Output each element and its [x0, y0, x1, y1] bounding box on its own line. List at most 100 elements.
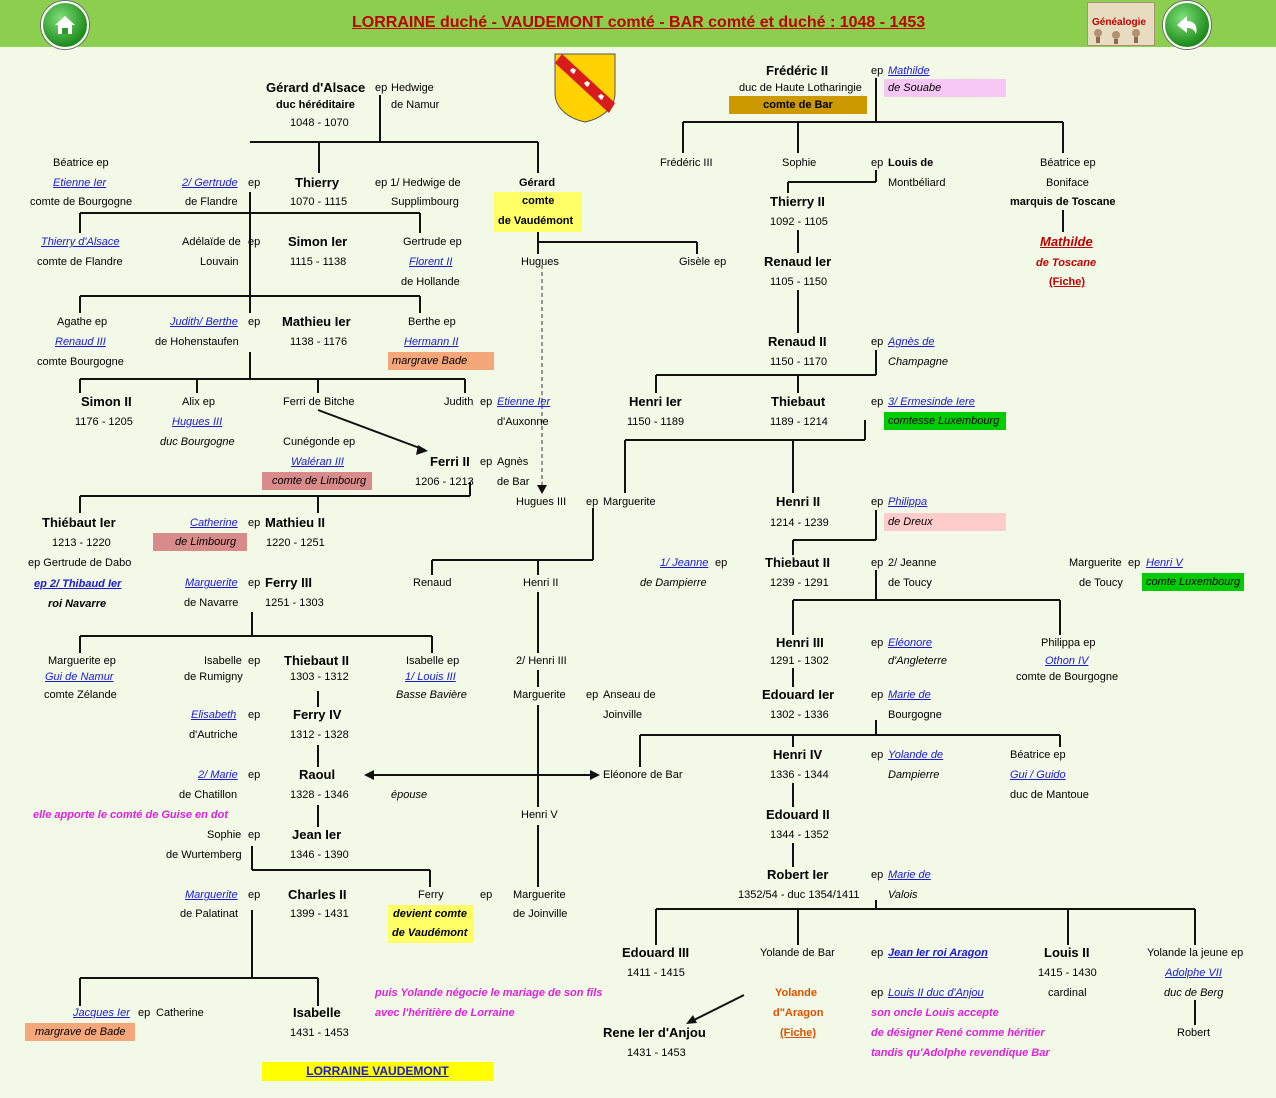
mathieu1-dates: 1138 - 1176	[290, 336, 348, 348]
gerard-ep-label: ep	[375, 82, 388, 94]
marguerite-link[interactable]: Marguerite	[185, 889, 238, 901]
rene-dates: 1431 - 1453	[627, 1047, 686, 1059]
othon4-link[interactable]: Othon IV	[1045, 655, 1089, 667]
charles2-name: Charles II	[288, 887, 347, 902]
de-toucy-label: de Toucy	[888, 577, 932, 589]
adelaide-label: Adélaïde de	[182, 236, 241, 248]
supplimbourg-label: Supplimbourg	[391, 196, 459, 208]
ep-label: ep	[248, 829, 261, 841]
de-hollande-label: de Hollande	[401, 276, 460, 288]
marguerite-link[interactable]: Marguerite	[185, 577, 238, 589]
edouard2-name: Edouard II	[766, 807, 830, 822]
palatinat-label: de Palatinat	[180, 908, 239, 920]
henri3-dates: 1291 - 1302	[770, 655, 829, 667]
mathilde-link[interactable]: Mathilde	[888, 65, 930, 77]
dauxonne-label: d'Auxonne	[497, 416, 549, 428]
jean1-aragon-link[interactable]: Jean Ier roi Aragon	[888, 947, 988, 959]
genealogie-icon	[1094, 29, 1140, 44]
comte-zelande-label: comte Zélande	[44, 689, 117, 701]
de-joinville-label: de Joinville	[513, 908, 568, 920]
mathilde-toscane-link[interactable]: Mathilde	[1040, 234, 1093, 249]
yolande-link[interactable]: Yolande de	[888, 749, 944, 761]
mathieu2-name: Mathieu II	[265, 515, 325, 530]
philippa-link[interactable]: Philippa	[888, 496, 928, 508]
hugues3-link[interactable]: Hugues III	[172, 416, 223, 428]
ermesinde-link[interactable]: 3/ Ermesinde Iere	[888, 396, 975, 408]
ep-label: ep	[871, 157, 884, 169]
jeanne-link[interactable]: 1/ Jeanne	[660, 557, 709, 569]
elisabeth-link[interactable]: Elisabeth	[191, 709, 237, 721]
thiebaut2b-dates: 1239 - 1291	[770, 577, 829, 589]
fiche-link[interactable]: (Fiche)	[1049, 276, 1086, 288]
gerard-alsace-name: Gérard d'Alsace	[266, 80, 366, 95]
gerard-vaud-name: Gérard	[519, 177, 556, 189]
judith-berthe-link[interactable]: Judith/ Berthe	[170, 316, 238, 328]
thierry-alsace-link[interactable]: Thierry d'Alsace	[41, 236, 120, 248]
mathieu2-dates: 1220 - 1251	[266, 537, 325, 549]
adolphe7-link[interactable]: Adolphe VII	[1165, 967, 1222, 979]
ep-label: ep	[248, 655, 261, 667]
henri-v-link[interactable]: Henri V	[1146, 557, 1183, 569]
hugues-name: Hugues	[521, 256, 559, 268]
de-limbourg-label: de Limbourg	[175, 536, 237, 548]
de-souabe-box: de Souabe	[884, 79, 1006, 97]
gui-guido-link[interactable]: Gui / Guido	[1010, 769, 1066, 781]
thierry2-name: Thierry II	[770, 194, 825, 209]
eleonore-link[interactable]: Eléonore	[888, 637, 933, 649]
simon2-name: Simon II	[81, 394, 132, 409]
margrave-bade-box: margrave de Bade	[25, 1023, 135, 1041]
jacques1-link[interactable]: Jacques Ier	[73, 1007, 130, 1019]
wurtemberg-label: de Wurtemberg	[166, 849, 242, 861]
comte-bar-box: comte de Bar	[729, 96, 867, 114]
marie-link[interactable]: 2/ Marie	[198, 769, 238, 781]
berthe-ep-label: Berthe ep	[408, 316, 456, 328]
back-button[interactable]	[1163, 1, 1211, 49]
catherine-link[interactable]: Catherine	[190, 517, 238, 529]
gertrude-dabo-label: ep Gertrude de Dabo	[28, 557, 132, 569]
louis3-link[interactable]: 1/ Louis III	[405, 671, 456, 683]
beatrice-label: Béatrice ep	[1040, 157, 1096, 169]
genealogie-button[interactable]: Généalogie	[1087, 2, 1155, 46]
agathe-label: Agathe ep	[57, 316, 108, 328]
ferry4-name: Ferry IV	[293, 707, 342, 722]
ep-label: ep	[138, 1007, 151, 1019]
gertrude-link[interactable]: 2/ Gertrude	[182, 177, 238, 189]
simon1-name: Simon Ier	[288, 234, 348, 249]
etienne-link[interactable]: Etienne Ier	[53, 177, 107, 189]
marguerite-ep-label: Marguerite ep	[48, 655, 116, 667]
fiche-link[interactable]: (Fiche)	[780, 1027, 817, 1039]
lorraine-vaudemont-link[interactable]: LORRAINE VAUDEMONT	[306, 1064, 449, 1078]
robert1-dates: 1352/54 - duc 1354/1411	[738, 889, 860, 901]
marie-de-link[interactable]: Marie de	[888, 689, 931, 701]
louis2-dates: 1415 - 1430	[1038, 967, 1097, 979]
comte-bourgogne-label: comte de Bourgogne	[30, 196, 133, 208]
waleran-link[interactable]: Waléran III	[291, 456, 344, 468]
ep-label: ep	[871, 987, 884, 999]
florent-link[interactable]: Florent II	[409, 256, 453, 268]
chatillon-label: de Chatillon	[179, 789, 238, 801]
louis2-anjou-link[interactable]: Louis II duc d'Anjou	[888, 987, 984, 999]
marquis-toscane-label: marquis de Toscane	[1010, 196, 1116, 208]
de-namur-label: de Namur	[391, 99, 440, 111]
etienne-link[interactable]: Etienne Ier	[497, 396, 551, 408]
comte-label: comte	[522, 195, 555, 207]
devient-comte-label: devient comte	[393, 908, 467, 920]
epouse-label: épouse	[391, 789, 428, 801]
henri5-name: Henri V	[521, 809, 558, 821]
home-button[interactable]	[41, 1, 89, 49]
de-vaudemont-label: de Vaudémont	[392, 927, 468, 939]
de-toucy-label: de Toucy	[1079, 577, 1123, 589]
thibaud-link[interactable]: ep 2/ Thibaud Ier	[34, 578, 122, 590]
ep-label: ep	[871, 749, 884, 761]
hermann-link[interactable]: Hermann II	[404, 336, 459, 348]
agnes-link[interactable]: Agnès de	[888, 336, 935, 348]
lorraine-vaudemont-button[interactable]: LORRAINE VAUDEMONT	[262, 1062, 493, 1081]
yolande-bar-name: Yolande de Bar	[760, 947, 835, 959]
gerard-dates: 1048 - 1070	[290, 117, 349, 129]
jeanne2-name: 2/ Jeanne	[888, 557, 937, 569]
ep-label: ep	[248, 316, 261, 328]
renaud3-link[interactable]: Renaud III	[55, 336, 106, 348]
lorraine-coat-of-arms	[554, 53, 616, 123]
marie-de-link[interactable]: Marie de	[888, 869, 931, 881]
gui-namur-link[interactable]: Gui de Namur	[45, 671, 114, 683]
